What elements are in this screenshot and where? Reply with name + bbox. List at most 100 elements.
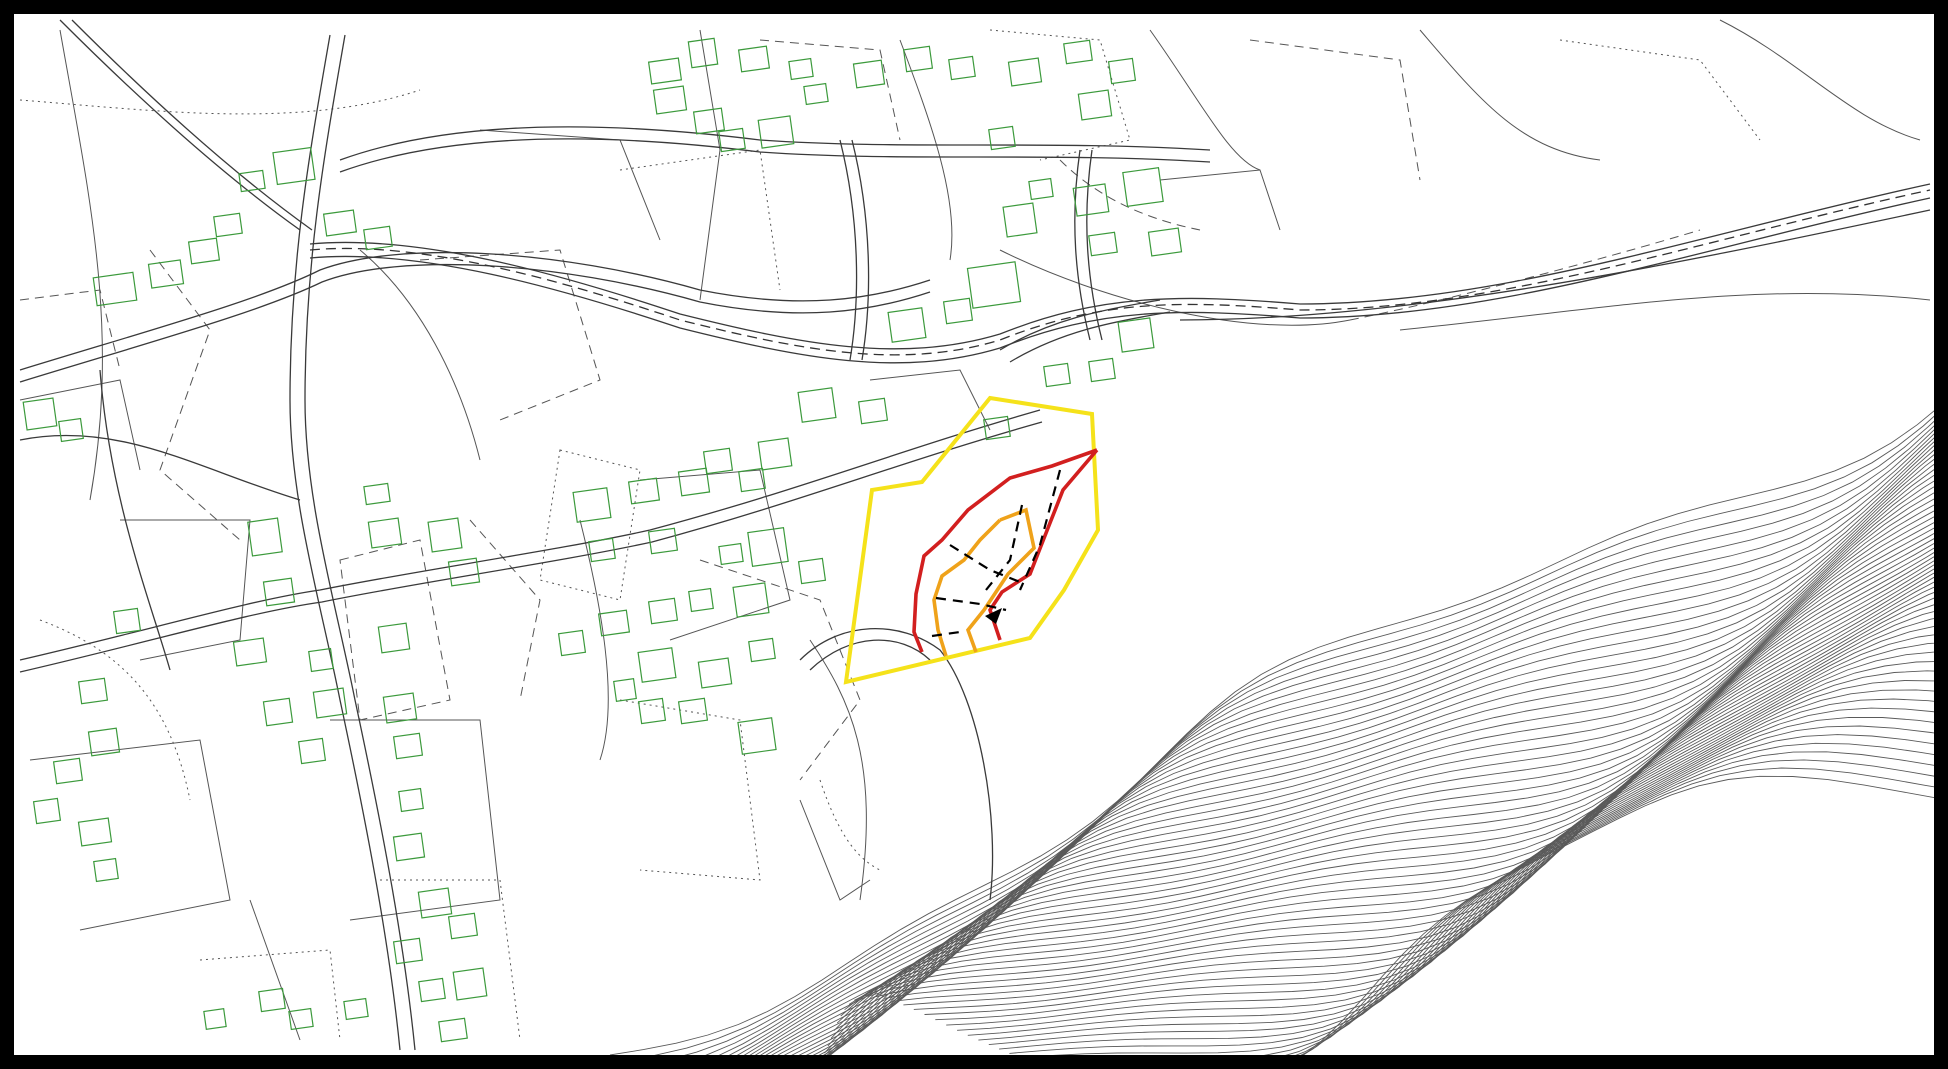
building (797, 387, 837, 423)
contour-line (988, 698, 1934, 1046)
building (718, 127, 746, 153)
building (948, 55, 976, 81)
building (58, 417, 84, 443)
building (983, 415, 1011, 441)
building (322, 209, 358, 237)
building (677, 697, 709, 725)
building (262, 577, 296, 607)
contour-line (999, 707, 1934, 1050)
contour-line (1302, 775, 1934, 1055)
building (718, 542, 744, 566)
contour-line (728, 433, 1934, 1055)
contour-line (946, 661, 1934, 1026)
contour-line (824, 547, 1934, 1055)
contour-line (827, 556, 1934, 1047)
building (637, 697, 667, 725)
building (647, 527, 679, 555)
contour-line (798, 486, 1934, 1055)
contour-line (848, 581, 1934, 1005)
building (797, 557, 827, 585)
contour-line (736, 437, 1934, 1055)
building (392, 832, 426, 862)
building (258, 987, 286, 1013)
contour-line (718, 429, 1934, 1055)
building (988, 125, 1016, 151)
building (613, 678, 637, 702)
building (702, 447, 734, 475)
scarp-outline[interactable] (912, 448, 1099, 653)
contour-line (1009, 716, 1934, 1054)
building (452, 967, 488, 1001)
building (427, 517, 463, 553)
building (747, 526, 789, 568)
contour-line (805, 492, 1934, 1055)
building (93, 857, 119, 883)
building (588, 537, 616, 563)
building (757, 115, 795, 149)
building (572, 487, 612, 523)
contour-line (836, 568, 1934, 1024)
contour-line (935, 651, 1934, 1021)
contour-line (967, 680, 1934, 1036)
building (297, 737, 327, 765)
building (288, 1007, 314, 1031)
building (392, 732, 424, 760)
building (187, 237, 221, 265)
building (637, 647, 677, 683)
deposit-outline[interactable] (932, 507, 1036, 657)
contour-line (684, 420, 1934, 1055)
contour-line (754, 449, 1934, 1055)
building (238, 169, 266, 193)
contour-line (1263, 734, 1934, 1055)
building (1077, 89, 1113, 121)
contour-line (829, 527, 1934, 1055)
arrow-head (985, 608, 1002, 624)
contour-line (860, 592, 1934, 999)
building (1072, 183, 1110, 217)
building (112, 607, 142, 635)
contour-line (826, 542, 1934, 1055)
building (438, 1017, 468, 1043)
contour-line (654, 415, 1934, 1055)
building (788, 57, 814, 81)
contour-line (705, 425, 1934, 1055)
building (1088, 357, 1116, 383)
building (1117, 317, 1155, 353)
building (902, 45, 934, 73)
building (447, 557, 481, 587)
topographic-map[interactable] (14, 14, 1934, 1055)
building (367, 517, 403, 549)
contour-line (824, 552, 1934, 1054)
contour-line (609, 410, 1934, 1055)
roads (19, 19, 1211, 1051)
building (363, 225, 393, 251)
building (687, 37, 719, 69)
building (737, 45, 771, 73)
contour-line (828, 522, 1934, 1055)
building (1147, 227, 1183, 257)
building (213, 212, 243, 238)
building (312, 687, 348, 719)
building (147, 259, 185, 289)
building (447, 912, 479, 940)
building (417, 887, 453, 919)
plot-boundaries (19, 19, 1931, 1041)
contour-line (903, 626, 1934, 1006)
contour-line (1302, 767, 1934, 1055)
building (677, 467, 711, 497)
contour-line (830, 560, 1934, 1039)
contour-line (893, 618, 1934, 1002)
contour-line (840, 572, 1934, 1017)
building (652, 85, 688, 115)
building (942, 297, 974, 325)
landslide-overlays[interactable] (843, 395, 1101, 685)
building (647, 597, 679, 625)
contour-line (818, 504, 1934, 1055)
building (52, 757, 84, 785)
contour-line (978, 689, 1934, 1041)
building (857, 397, 889, 425)
contour-line (1285, 742, 1934, 1055)
building (1088, 231, 1118, 257)
building (738, 467, 766, 493)
